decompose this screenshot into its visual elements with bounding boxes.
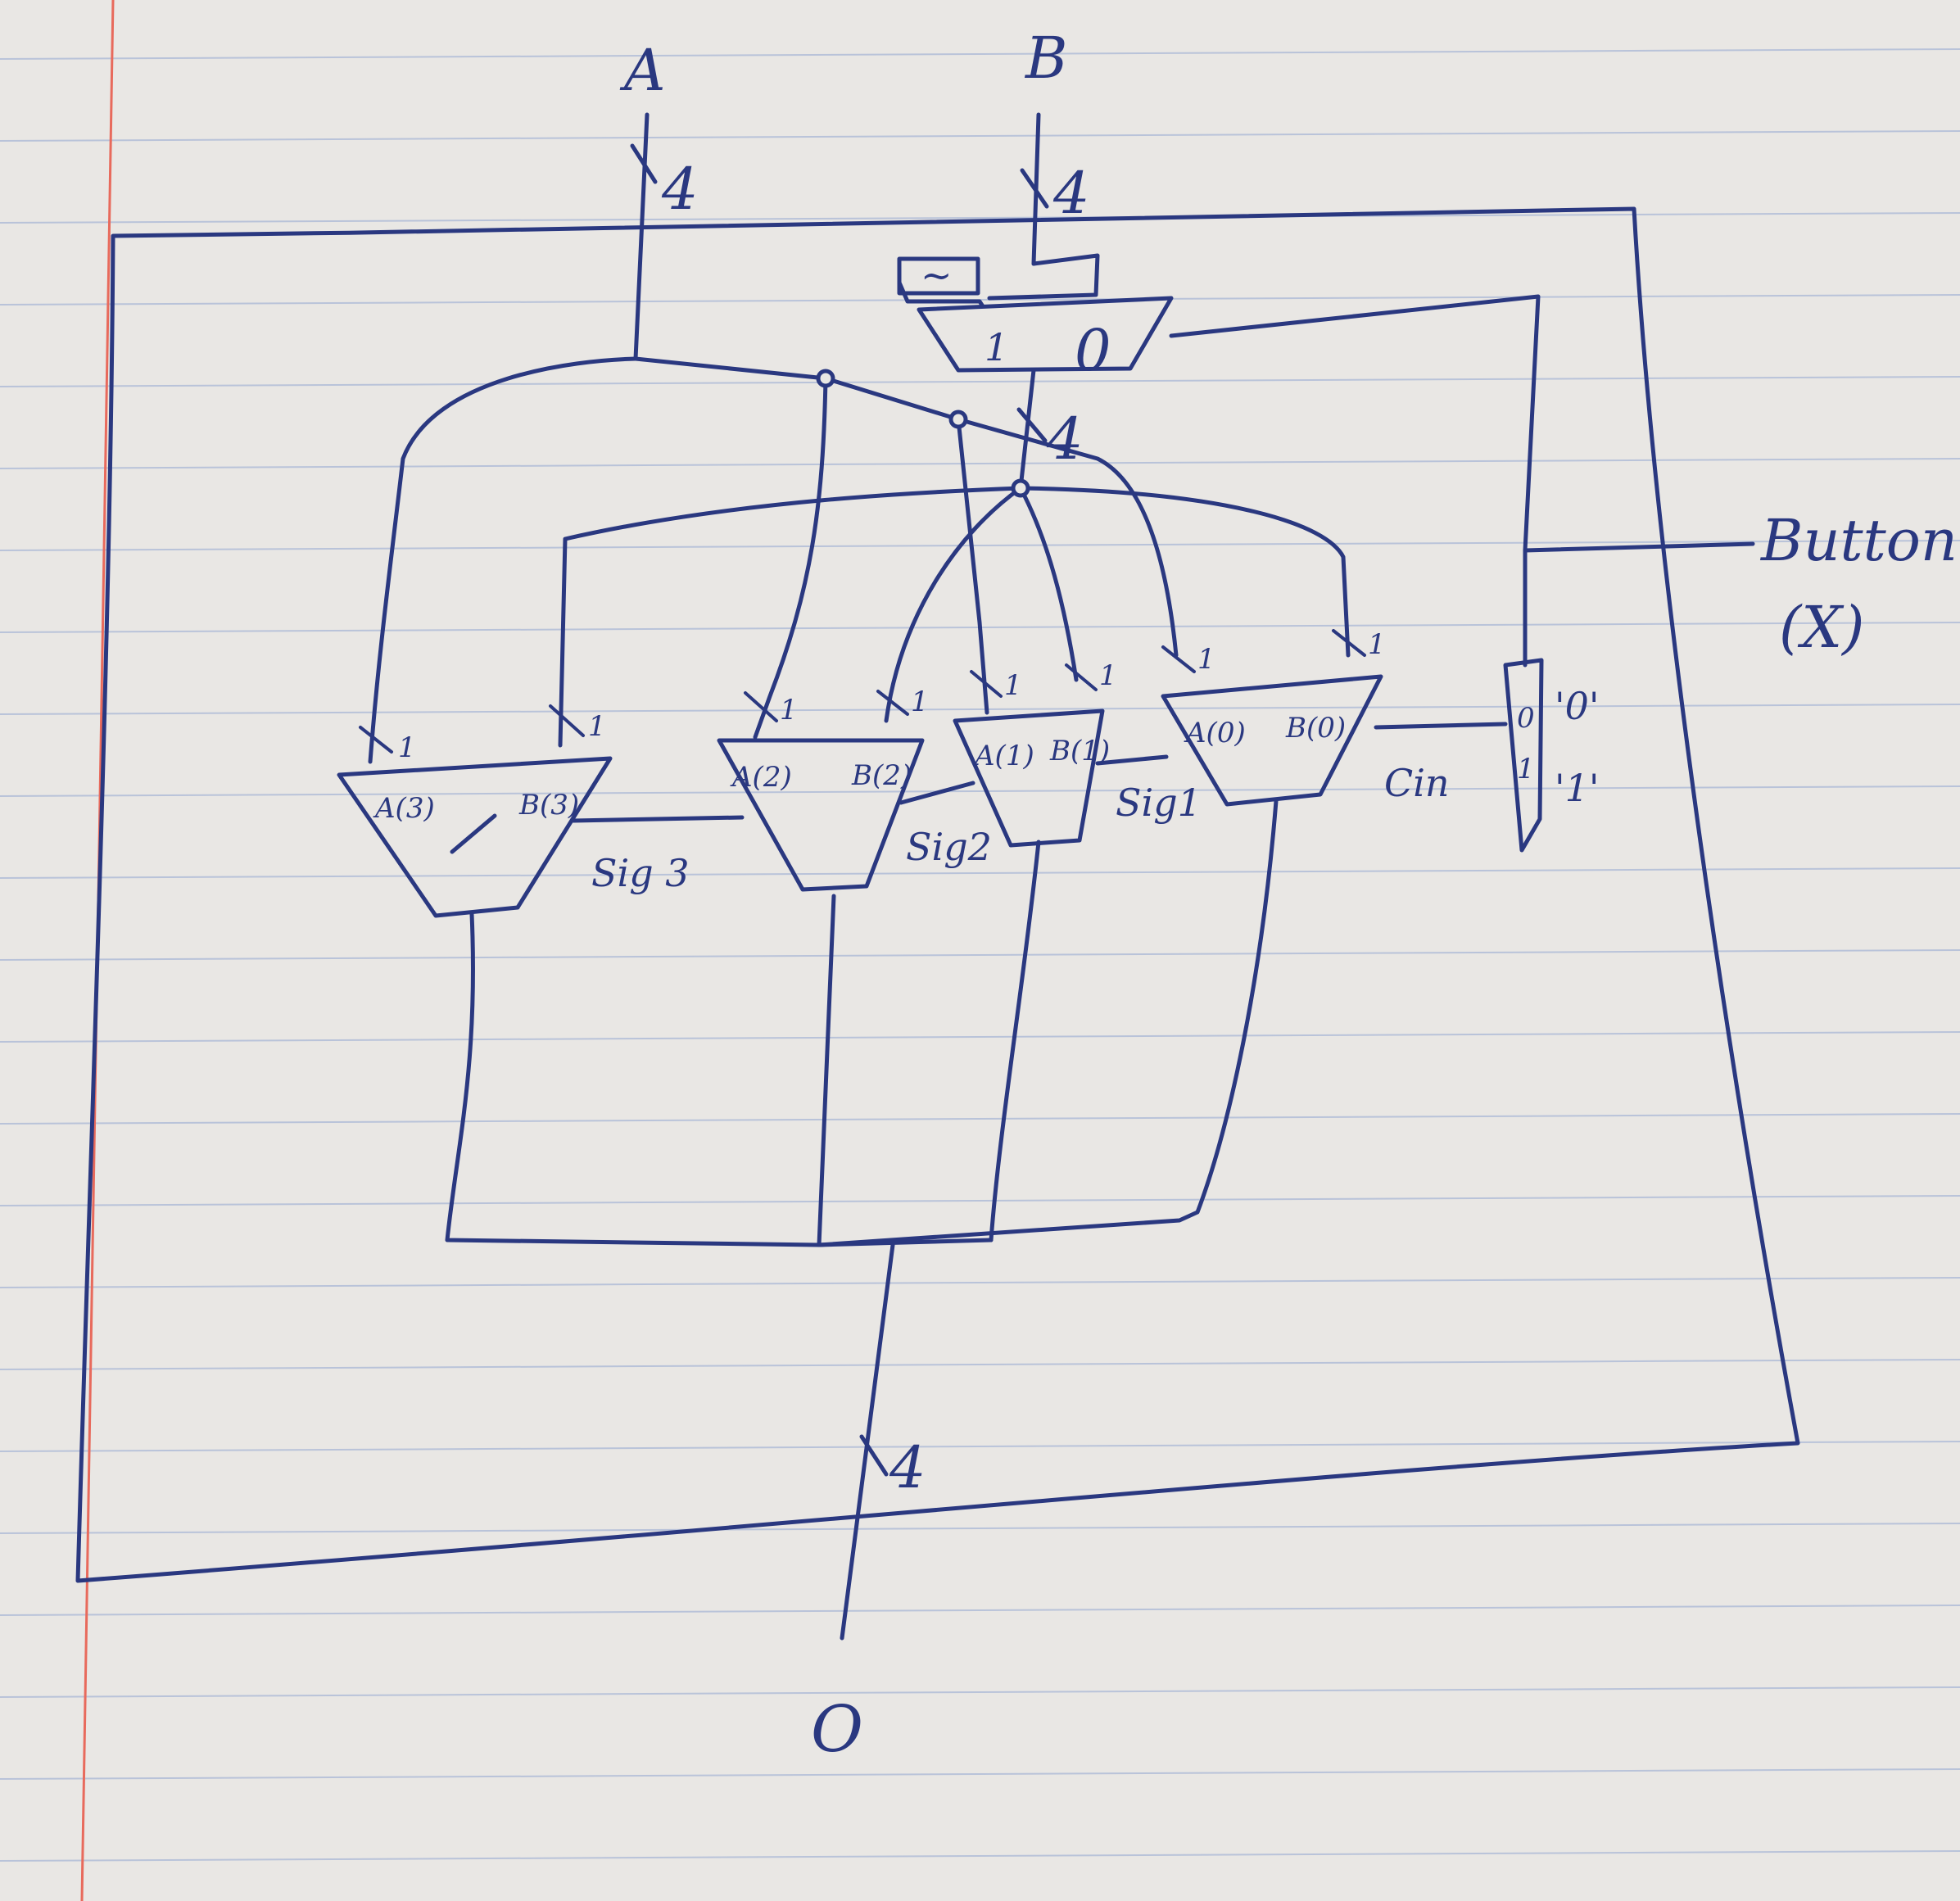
width-a0: 1 bbox=[1197, 643, 1215, 676]
output-bus bbox=[840, 1242, 895, 1641]
b-inverter: ~ bbox=[897, 253, 1100, 309]
const-zero-label: '0' bbox=[1555, 684, 1600, 728]
adder2-a-port: A(2) bbox=[730, 761, 792, 794]
b-distribution-wires bbox=[558, 486, 1351, 748]
input-b-bus bbox=[1020, 112, 1049, 266]
carry-chain bbox=[571, 722, 1508, 823]
ruled-lines bbox=[0, 48, 1960, 1862]
width-b2: 1 bbox=[911, 686, 929, 718]
cin-mux: 0 1 bbox=[1503, 658, 1544, 853]
width-a1: 1 bbox=[1004, 669, 1022, 702]
cin-mux-in1: 1 bbox=[1517, 753, 1535, 785]
carry-sig1-label: Sig1 bbox=[1116, 781, 1202, 825]
full-adder-3: A(3) B(3) bbox=[337, 756, 613, 918]
adder0-a-port: A(0) bbox=[1184, 717, 1246, 749]
width-b1: 1 bbox=[1099, 659, 1117, 692]
output-width: 4 bbox=[889, 1434, 926, 1501]
b-mux-in1-label: 1 bbox=[985, 325, 1008, 369]
input-a-label: A bbox=[619, 37, 666, 104]
output-label: O bbox=[811, 1693, 863, 1767]
b-mux-in0-label: 0 bbox=[1075, 317, 1111, 384]
full-adder-0: A(0) B(0) bbox=[1161, 674, 1383, 807]
button-signal-label: (X) bbox=[1779, 594, 1864, 661]
button-label: Button bbox=[1759, 507, 1958, 574]
width-b3: 1 bbox=[588, 710, 606, 743]
sum-output-wires bbox=[445, 799, 1279, 1247]
b-mux-output-width: 4 bbox=[1046, 405, 1084, 473]
carry-sig2-label: Sig2 bbox=[906, 825, 992, 869]
input-b-width: 4 bbox=[1052, 160, 1090, 227]
carry-sig3-label: Sig 3 bbox=[591, 851, 690, 895]
width-a2: 1 bbox=[780, 694, 798, 726]
button-select-line bbox=[1169, 294, 1755, 668]
full-adder-2: A(2) B(2) bbox=[717, 738, 925, 892]
adder2-b-port: B(2) bbox=[851, 759, 912, 792]
full-adder-1: A(1) B(1) bbox=[953, 708, 1110, 848]
bit-width-ticks bbox=[359, 629, 1366, 754]
a-junction-1 bbox=[816, 369, 835, 388]
input-b-label: B bbox=[1024, 25, 1067, 92]
cin-mux-in0: 0 bbox=[1517, 702, 1535, 735]
adder1-a-port: A(1) bbox=[972, 740, 1034, 772]
const-one-label: '1' bbox=[1555, 766, 1600, 810]
carry-cin-label: Cin bbox=[1384, 761, 1450, 805]
width-b0: 1 bbox=[1368, 628, 1386, 661]
adder3-a-port: A(3) bbox=[373, 792, 435, 825]
b-junction bbox=[1011, 478, 1030, 498]
a-junction-2 bbox=[948, 410, 968, 429]
input-a-width: 4 bbox=[661, 156, 699, 223]
adder0-b-port: B(0) bbox=[1285, 712, 1346, 745]
b-mux-output-bus bbox=[1016, 368, 1048, 491]
svg-text:~: ~ bbox=[921, 253, 953, 297]
adder3-b-port: B(3) bbox=[518, 789, 579, 822]
b-select-mux: 1 0 bbox=[917, 296, 1174, 384]
input-a-bus bbox=[630, 112, 658, 361]
width-a3: 1 bbox=[398, 731, 416, 764]
